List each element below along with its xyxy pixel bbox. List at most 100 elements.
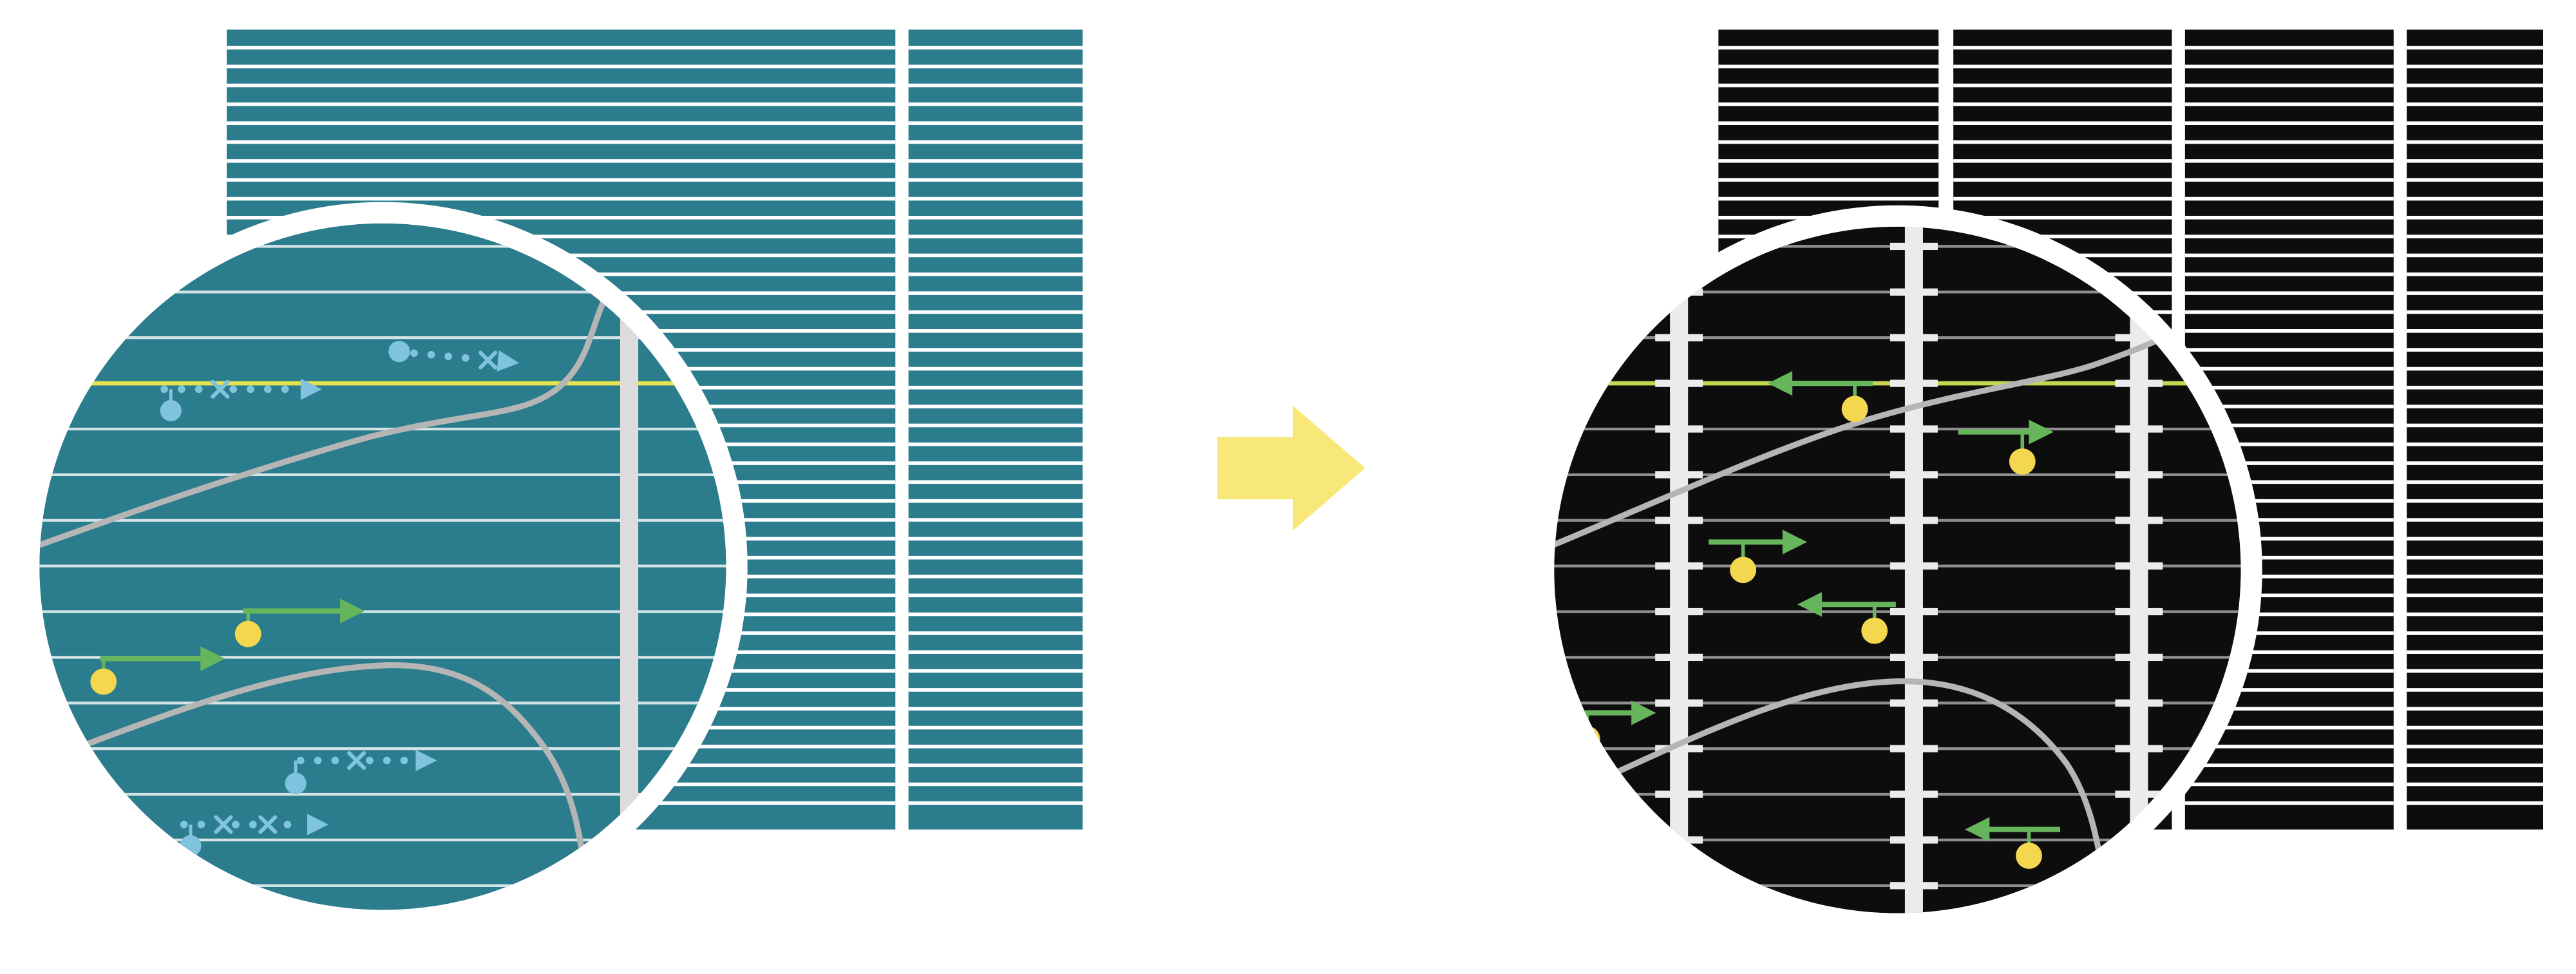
path-dot bbox=[194, 385, 203, 394]
busbar-contact-pad bbox=[2115, 653, 2163, 662]
path-dot bbox=[283, 821, 292, 828]
carrier-marker bbox=[2016, 843, 2042, 869]
busbar-contact-pad bbox=[1889, 836, 1938, 844]
collected-arrowhead bbox=[340, 598, 365, 624]
busbar-contact-pad bbox=[2115, 745, 2163, 752]
busbar-contact-pad bbox=[1655, 334, 1703, 341]
path-dot bbox=[427, 350, 435, 359]
path-dot bbox=[400, 756, 408, 765]
busbar-contact-pad bbox=[2115, 699, 2163, 707]
busbar-contact-pad bbox=[1889, 607, 1938, 616]
collected-arrowhead bbox=[1965, 817, 1990, 842]
busbar-contact-pad bbox=[1889, 790, 1938, 798]
recombined-carrier-path bbox=[180, 814, 329, 857]
recombination-cross bbox=[347, 750, 366, 770]
busbar-contact-pad bbox=[1889, 745, 1938, 752]
collected-arrowhead bbox=[200, 646, 225, 671]
collected-carrier-path bbox=[90, 646, 225, 695]
path-dot bbox=[160, 385, 168, 394]
collected-carrier-path bbox=[1797, 592, 1896, 644]
busbar-contact-pad bbox=[1889, 882, 1938, 890]
busbar-contact-pad bbox=[1889, 334, 1938, 341]
collected-arrowhead bbox=[1782, 530, 1808, 555]
busbar-contact-pad bbox=[1889, 242, 1938, 251]
multi-busbar-panel-cell-column bbox=[2407, 29, 2543, 830]
path-dot bbox=[232, 821, 240, 828]
collected-arrowhead bbox=[1797, 592, 1823, 617]
path-dot bbox=[410, 349, 418, 358]
carrier-marker bbox=[1841, 396, 1868, 423]
busbar-contact-pad bbox=[1889, 425, 1938, 433]
path-dot bbox=[178, 385, 185, 394]
electron-marker bbox=[160, 399, 182, 422]
transition-arrow-head bbox=[1293, 405, 1365, 531]
busbar-contact-pad bbox=[1889, 517, 1938, 524]
grain-boundary bbox=[66, 662, 590, 887]
busbar-contact-pad bbox=[2115, 562, 2163, 570]
busbar-contact-pad bbox=[2115, 790, 2163, 798]
path-dot bbox=[366, 756, 374, 765]
carrier-marker bbox=[1730, 557, 1757, 584]
busbar-contact-pad bbox=[1655, 517, 1703, 524]
busbar-contact-pad bbox=[1655, 653, 1703, 662]
path-dot bbox=[314, 756, 322, 765]
grain-boundary bbox=[1554, 330, 2175, 549]
path-dot bbox=[197, 821, 205, 828]
path-dot bbox=[444, 352, 453, 361]
busbar-contact-pad bbox=[1655, 607, 1703, 616]
collected-carrier-path bbox=[1709, 530, 1808, 584]
recombination-cross bbox=[214, 815, 233, 834]
blocked-arrowhead bbox=[415, 749, 437, 772]
conventional-panel-cell-column bbox=[908, 29, 1083, 830]
busbar-contact-pad bbox=[2115, 334, 2163, 341]
blocked-arrowhead bbox=[307, 814, 329, 836]
path-dot bbox=[296, 756, 305, 765]
zoom-background bbox=[1554, 226, 2241, 913]
busbar-contact-pad bbox=[1889, 699, 1938, 707]
busbar bbox=[1670, 226, 1689, 913]
recombination-cross bbox=[211, 379, 230, 399]
carrier-marker bbox=[234, 620, 261, 647]
busbar-contact-pad bbox=[2115, 425, 2163, 433]
busbar-contact-pad bbox=[1655, 699, 1703, 707]
busbar bbox=[620, 223, 639, 910]
collected-carrier-path bbox=[1958, 419, 2054, 475]
busbar-contact-pad bbox=[1655, 379, 1703, 387]
path-dot bbox=[383, 756, 391, 765]
busbar-contact-pad bbox=[1655, 425, 1703, 433]
busbar-contact-pad bbox=[1889, 288, 1938, 296]
busbar-contact-pad bbox=[1655, 471, 1703, 479]
blocked-arrowhead bbox=[300, 378, 322, 400]
busbar bbox=[1904, 226, 1923, 913]
carrier-marker bbox=[90, 668, 117, 695]
busbar-contact-pad bbox=[1889, 471, 1938, 479]
path-dot bbox=[263, 385, 272, 394]
path-dot bbox=[249, 821, 257, 828]
path-dot bbox=[180, 821, 188, 828]
collected-carrier-path bbox=[1767, 370, 1873, 423]
path-dot bbox=[331, 756, 339, 765]
busbar-contact-pad bbox=[1889, 653, 1938, 662]
path-dot bbox=[229, 385, 238, 394]
path-dot bbox=[247, 385, 254, 394]
path-dot bbox=[281, 385, 289, 394]
busbar-contact-pad bbox=[2115, 882, 2163, 890]
multi-busbar-zoom-content bbox=[1554, 226, 2241, 913]
grain-boundary bbox=[1571, 678, 2108, 887]
recombination-cross bbox=[258, 815, 278, 834]
busbar-contact-pad bbox=[1889, 562, 1938, 570]
busbar-contact-pad bbox=[2115, 471, 2163, 479]
multi-busbar-zoom bbox=[1533, 205, 2262, 935]
conventional-zoom bbox=[18, 202, 748, 931]
carrier-marker bbox=[1861, 617, 1888, 644]
recombined-carrier-path bbox=[160, 378, 322, 422]
transition-arrow-body bbox=[1217, 437, 1293, 500]
busbar-contact-pad bbox=[2115, 517, 2163, 524]
blocked-arrowhead bbox=[497, 350, 520, 372]
recombined-carrier-path bbox=[285, 749, 437, 794]
collected-arrowhead bbox=[2029, 419, 2054, 444]
busbar-contact-pad bbox=[2115, 607, 2163, 616]
busbar-contact-pad bbox=[2115, 379, 2163, 387]
